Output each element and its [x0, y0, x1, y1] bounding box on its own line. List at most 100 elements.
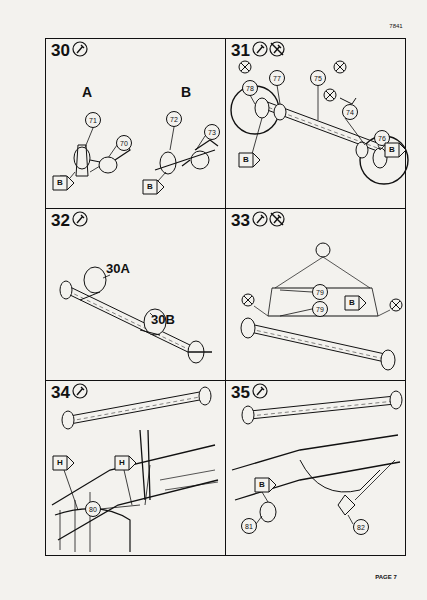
no-glue-symbol — [239, 61, 251, 73]
step-panel: 31 — [225, 38, 406, 209]
leader-line — [280, 290, 312, 316]
glue-flag-letter: B — [147, 183, 153, 191]
axle-beam-rib — [68, 291, 192, 351]
brake-chamber — [84, 267, 106, 293]
callout-circle — [313, 302, 328, 317]
stub-axle — [188, 351, 212, 353]
no-glue-symbol — [316, 243, 330, 257]
callout-circle — [86, 502, 101, 517]
tie-rod-link — [268, 288, 378, 316]
axle-beam — [250, 324, 385, 362]
axle-beam — [250, 396, 395, 419]
axle-beam-rib — [250, 401, 395, 416]
leader-line — [256, 460, 395, 524]
no-glue-cross — [271, 43, 283, 55]
leader-line — [100, 505, 140, 509]
glue-tube — [257, 45, 264, 53]
glue-icon — [253, 42, 267, 56]
no-glue-cross — [271, 213, 283, 225]
leader-line — [254, 257, 390, 316]
step-number: 33 — [231, 212, 250, 229]
sub-label: 7841 — [389, 23, 402, 29]
bracket-part — [338, 495, 355, 515]
no-glue-cross — [244, 296, 252, 304]
glue-tube — [77, 45, 84, 53]
kingpin — [76, 145, 88, 176]
callout-number: 73 — [208, 129, 216, 136]
shock-absorber — [140, 430, 150, 500]
glue-icon — [270, 42, 284, 56]
leader-line — [103, 275, 153, 316]
sub-label: B — [181, 85, 191, 99]
callout-number: 81 — [245, 523, 253, 530]
callout-number: 82 — [357, 524, 365, 531]
hub — [242, 406, 254, 424]
callout-number: 77 — [273, 75, 281, 82]
glue-flag — [53, 456, 74, 470]
steering-knuckle — [160, 152, 176, 174]
spring-seat — [80, 292, 160, 335]
sub-label: A — [82, 85, 92, 99]
glue-icon — [253, 212, 267, 226]
sub-label: 30B — [151, 313, 175, 326]
leader-line — [252, 118, 386, 154]
leader-line — [64, 465, 150, 510]
brake-drum — [191, 151, 209, 169]
glue-flag — [239, 153, 260, 167]
step-panel: 35 — [225, 380, 406, 556]
glue-flag — [345, 296, 366, 310]
glue-flag-letter: H — [119, 459, 125, 467]
callout-circle — [343, 105, 358, 120]
tie-rod — [268, 288, 378, 316]
no-glue-symbol — [390, 299, 402, 311]
axle-beam-rib — [70, 396, 205, 421]
glue-flag-letter: B — [389, 146, 395, 154]
step-panel: 32 — [45, 208, 226, 381]
knuckle — [356, 142, 368, 158]
no-glue-cross — [326, 91, 334, 99]
axle-beam — [68, 286, 192, 354]
chassis-rail — [52, 445, 218, 540]
callout-circle — [117, 136, 132, 151]
glue-flag-letter: B — [259, 481, 265, 489]
callout-number: 79 — [316, 289, 324, 296]
bracket-part — [260, 502, 276, 522]
hub — [62, 411, 74, 429]
glue-icon — [253, 384, 267, 398]
no-glue-symbol — [324, 89, 336, 101]
step-panel: 34 — [45, 380, 226, 556]
glue-flag — [53, 176, 74, 190]
step-number: 32 — [51, 212, 70, 229]
frame-detail — [160, 470, 218, 490]
glue-flag — [385, 143, 406, 157]
callout-circle — [242, 519, 257, 534]
callout-circle — [354, 520, 369, 535]
glue-flag-letter: B — [243, 156, 249, 164]
glue-icon — [73, 42, 87, 56]
glue-flag — [143, 180, 164, 194]
no-glue-symbol — [334, 61, 346, 73]
callout-circle — [313, 285, 328, 300]
callout-circle — [243, 81, 258, 96]
leader-line — [250, 85, 380, 150]
axle-beam — [70, 391, 205, 424]
glue-flag-letter: B — [349, 299, 355, 307]
callout-number: 71 — [89, 117, 97, 124]
callout-number: 74 — [346, 109, 354, 116]
hub — [381, 350, 395, 370]
glue-flag — [255, 478, 276, 492]
no-glue-symbol — [242, 294, 254, 306]
callout-number: 78 — [246, 85, 254, 92]
callout-number: 75 — [314, 75, 322, 82]
hub — [241, 318, 255, 338]
knuckle — [274, 104, 286, 120]
glue-flag — [115, 456, 136, 470]
callout-circle — [167, 112, 182, 127]
callout-circle — [205, 125, 220, 140]
leader-line — [70, 128, 124, 178]
callout-number: 79 — [316, 306, 324, 313]
hub — [390, 391, 402, 409]
glue-icon — [270, 212, 284, 226]
step-number: 30 — [51, 42, 70, 59]
